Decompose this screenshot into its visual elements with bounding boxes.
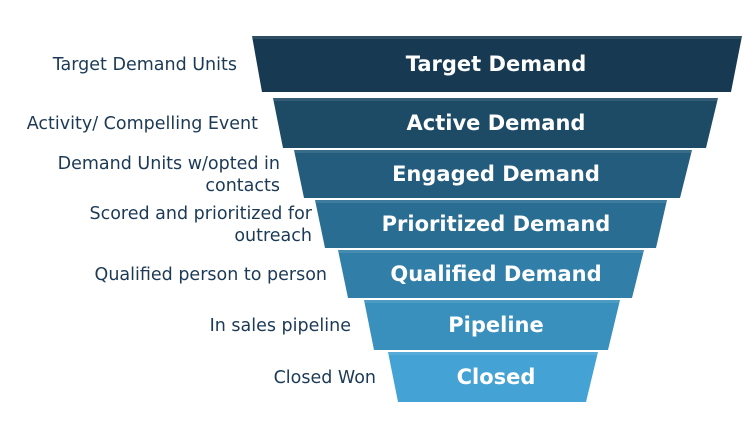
funnel-band-target-demand <box>252 36 742 92</box>
stage-description: Scored and prioritized for <box>89 204 312 224</box>
stage-description: contacts <box>205 176 280 196</box>
funnel-stage-label: Prioritized Demand <box>382 212 611 236</box>
stage-description: Closed Won <box>274 368 376 388</box>
funnel-band-highlight <box>273 98 718 101</box>
funnel-band-highlight <box>388 352 598 355</box>
funnel-stage-prioritized-demand: Prioritized Demand Scored and prioritized… <box>89 200 667 248</box>
funnel-stage-active-demand: Active Demand Activity/ Compelling Event <box>27 98 718 148</box>
funnel-band-highlight <box>252 36 742 39</box>
funnel-stage-label: Pipeline <box>448 313 543 337</box>
funnel-band-pipeline <box>364 300 620 350</box>
funnel-band-highlight <box>364 300 620 303</box>
funnel-band-prioritized-demand <box>315 200 667 248</box>
stage-description: outreach <box>234 226 312 246</box>
funnel-band-highlight <box>294 150 692 153</box>
funnel-stage-label: Qualified Demand <box>390 262 601 286</box>
funnel-stage-engaged-demand: Engaged Demand Demand Units w/opted incon… <box>58 150 692 198</box>
funnel-stage-target-demand: Target Demand Target Demand Units <box>52 36 742 92</box>
funnel-stage-label: Closed <box>457 365 536 389</box>
funnel-band-active-demand <box>273 98 718 148</box>
funnel-band-engaged-demand <box>294 150 692 198</box>
funnel-stage-label: Target Demand <box>406 52 586 76</box>
stage-description: Qualified person to person <box>95 265 327 285</box>
funnel-band-highlight <box>338 250 644 253</box>
funnel-band-highlight <box>315 200 667 203</box>
funnel-stage-label: Active Demand <box>407 111 586 135</box>
funnel-stage-closed: Closed Closed Won <box>274 352 598 402</box>
funnel-stage-qualified-demand: Qualified Demand Qualified person to pers… <box>95 250 644 298</box>
stage-description: In sales pipeline <box>210 316 351 336</box>
stage-description: Demand Units w/opted in <box>58 154 280 174</box>
funnel-band-closed <box>388 352 598 402</box>
stage-description: Activity/ Compelling Event <box>27 114 258 134</box>
stage-description: Target Demand Units <box>52 55 237 75</box>
funnel-band-qualified-demand <box>338 250 644 298</box>
funnel-stage-pipeline: Pipeline In sales pipeline <box>210 300 620 350</box>
funnel-stage-label: Engaged Demand <box>392 162 600 186</box>
